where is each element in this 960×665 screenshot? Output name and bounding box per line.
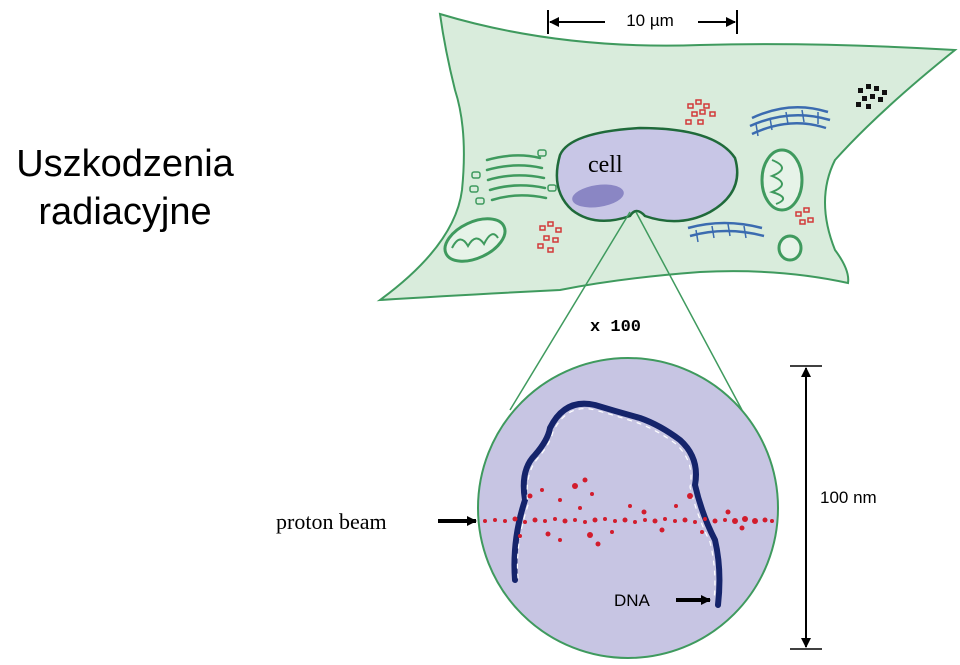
title-line-2: radiacyjne bbox=[38, 191, 212, 233]
mitochondrion-left bbox=[443, 217, 507, 263]
endoplasmic-reticulum-bottom bbox=[687, 221, 765, 243]
cell-scale-label: 10 µm bbox=[626, 11, 674, 30]
vesicle-cluster-top bbox=[685, 99, 716, 125]
zoom-scale-bar: 100 nm bbox=[790, 365, 877, 650]
vacuole bbox=[777, 234, 803, 262]
golgi-apparatus bbox=[469, 149, 557, 205]
title-line-1: Uszkodzenia bbox=[16, 143, 234, 185]
vesicle-cluster-right bbox=[795, 207, 814, 225]
granule-cluster bbox=[856, 84, 887, 109]
proton-beam-track bbox=[483, 477, 774, 547]
vesicle-cluster-left bbox=[537, 221, 562, 253]
proton-beam-label: proton beam bbox=[276, 509, 387, 534]
dna-label: DNA bbox=[614, 591, 651, 610]
chromatin bbox=[572, 184, 624, 208]
endoplasmic-reticulum-top bbox=[749, 106, 831, 137]
magnification-label: x 100 bbox=[590, 318, 641, 337]
cell-label: cell bbox=[588, 152, 623, 178]
cell-scale-bar: 10 µm bbox=[547, 10, 738, 34]
zoom-connector bbox=[509, 211, 743, 411]
slide-title: Uszkodzenia radiacyjne bbox=[0, 140, 250, 236]
nucleus bbox=[555, 126, 739, 223]
zoom-scale-label: 100 nm bbox=[820, 488, 877, 507]
mitochondrion-right bbox=[760, 148, 804, 212]
